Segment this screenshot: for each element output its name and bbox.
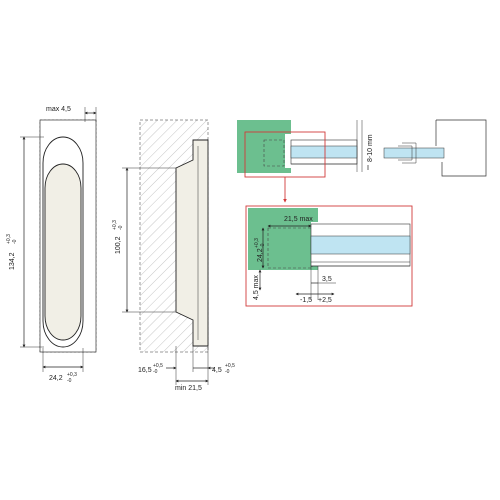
detail-width-label: 24,2 (257, 248, 264, 262)
detail-wall (248, 208, 318, 270)
detail-left-max-label: 4,5 max (253, 275, 260, 300)
detail-width-tol-lower: -0 (260, 243, 266, 248)
section-bottom-right-tol-upper: +0,5 (225, 363, 235, 369)
front-top-width-label: max 4,5 (46, 106, 71, 113)
front-view: max 4,5 134,2 +0,3 -0 24,2 +0,3 -0 (6, 106, 97, 384)
section-height-tol-lower: -0 (118, 225, 124, 230)
overview-frame-right (436, 119, 487, 177)
section-height-label: 100,2 (115, 236, 122, 254)
front-width-label: 24,2 (49, 375, 63, 382)
section-bottom-right-label: 4,5 (212, 367, 222, 374)
detail-width-tol-upper: +0,3 (254, 238, 260, 248)
detail-glass (310, 235, 411, 255)
detail-adjust-minus-label: -1,5 (300, 297, 312, 304)
front-height-label: 134,2 (9, 252, 16, 270)
section-bottom-left-tol-lower: -0 (153, 369, 158, 375)
section-view: 100,2 +0,3 -0 16,5 +0,5 -0 4,5 +0,5 -0 m… (112, 119, 235, 392)
detail-depth-label: 21,5 max (284, 216, 313, 223)
overview-glass-right (383, 147, 445, 159)
section-min-depth-label: min 21,5 (175, 385, 202, 392)
overview-gap-label: 8-10 mm (367, 134, 374, 162)
detail-view: 21,5 max 24,2 +0,3 -0 4,5 max 3,5 -1,5 +… (245, 205, 413, 307)
section-height-tol-upper: +0,3 (112, 220, 118, 230)
front-width-tol-upper: +0,3 (67, 372, 77, 378)
front-width-tol-lower: -0 (67, 378, 72, 384)
overview-view: 8-10 mm (237, 119, 487, 203)
detail-adjust-plus-label: +2,5 (318, 297, 332, 304)
section-bottom-right-tol-lower: -0 (225, 369, 230, 375)
detail-offset-label: 3,5 (322, 276, 332, 283)
hinge-section-profile (175, 139, 209, 347)
front-height-tol-lower: -0 (12, 239, 18, 244)
hinge-inner-body (44, 163, 82, 341)
overview-glass (290, 145, 358, 159)
section-bottom-left-tol-upper: +0,5 (153, 363, 163, 369)
front-height-tol-upper: +0,3 (6, 234, 12, 244)
section-bottom-left-label: 16,5 (138, 367, 152, 374)
